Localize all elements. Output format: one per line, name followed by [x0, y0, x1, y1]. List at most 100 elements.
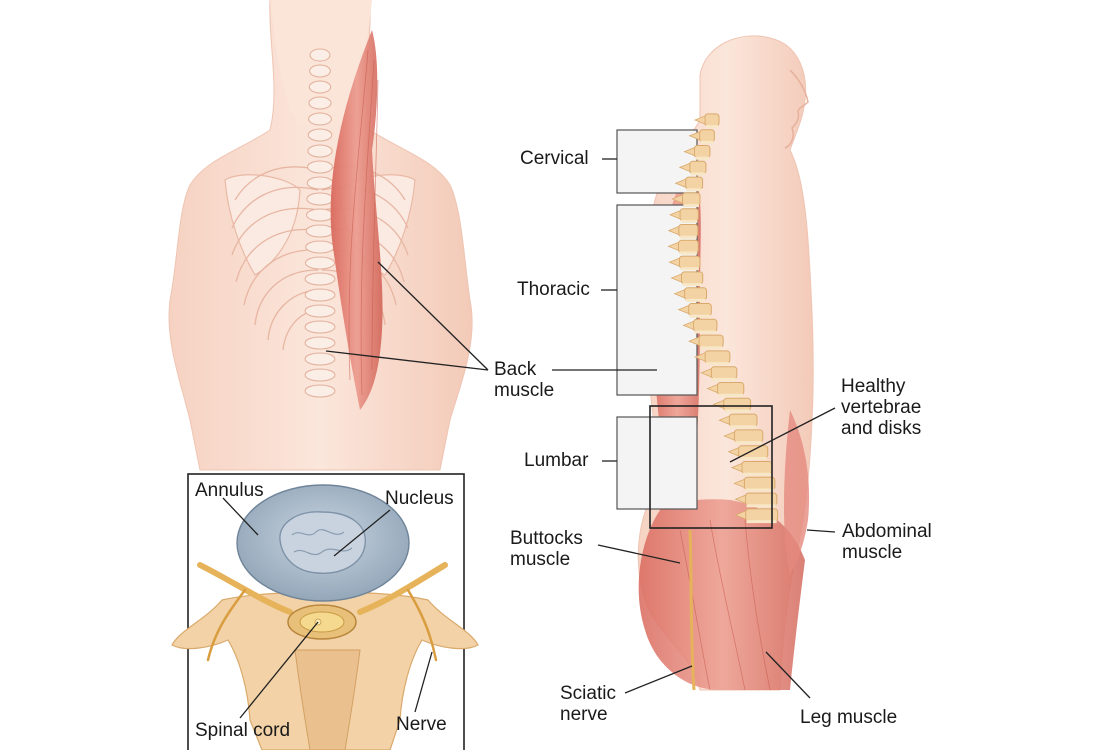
- side-spinous-process: [693, 115, 706, 125]
- side-vertebra: [688, 303, 712, 317]
- side-spinous-process: [674, 178, 687, 188]
- leader-nucleus: [333, 509, 391, 557]
- label-abdominal-muscle: Abdominal muscle: [842, 521, 932, 563]
- back-vertebra: [304, 384, 336, 398]
- side-spinous-process: [667, 225, 680, 236]
- lumbar-bracket: [616, 416, 698, 510]
- back-vertebra: [304, 288, 336, 302]
- side-disc: [718, 393, 743, 397]
- side-spinous-process: [733, 478, 745, 489]
- label-leg-muscle: Leg muscle: [800, 707, 898, 728]
- side-disc: [712, 377, 736, 381]
- label-back-muscle: Back muscle: [494, 359, 554, 401]
- back-vertebra: [307, 160, 333, 174]
- side-disc: [685, 298, 706, 302]
- side-vertebra: [693, 318, 718, 332]
- label-abdominal-line2: muscle: [842, 542, 903, 563]
- side-vertebra: [681, 192, 701, 206]
- back-spine: [304, 48, 336, 398]
- back-vertebra: [304, 368, 336, 382]
- side-spinous-process: [734, 494, 746, 504]
- label-sciatic-nerve: Sciatic nerve: [560, 683, 616, 725]
- side-disc: [735, 441, 762, 445]
- back-vertebra: [308, 112, 332, 126]
- side-spinous-process: [693, 352, 706, 362]
- inset-nerve-roots: [206, 588, 438, 662]
- side-disc: [739, 456, 767, 460]
- side-vertebra: [685, 176, 704, 190]
- label-thoracic: Thoracic: [517, 279, 590, 300]
- back-vertebra: [304, 320, 336, 334]
- back-vertebra: [304, 256, 336, 270]
- side-vertebra: [678, 224, 699, 238]
- back-view-figure: [168, 0, 473, 471]
- side-vertebra: [693, 145, 711, 159]
- label-nerve: Nerve: [396, 714, 447, 735]
- leader-spinal-cord: [239, 621, 319, 719]
- side-spinous-process: [678, 162, 691, 173]
- side-disc: [683, 204, 699, 208]
- side-spinous-process: [677, 304, 690, 315]
- label-healthy-line1: Healthy: [841, 376, 906, 397]
- label-sciatic-line2: nerve: [560, 704, 608, 725]
- side-vertebra: [698, 334, 724, 348]
- back-vertebra: [306, 192, 334, 206]
- side-spinous-process: [688, 336, 700, 346]
- side-disc: [680, 267, 699, 271]
- side-disc: [682, 283, 702, 287]
- back-vertebra: [306, 208, 334, 222]
- back-vertebra: [305, 240, 335, 254]
- leader-healthy-vertebrae: [729, 407, 836, 463]
- side-disc: [706, 362, 729, 366]
- back-vertebra: [305, 224, 335, 238]
- side-buttocks-muscle: [638, 499, 805, 690]
- side-spinous-process: [730, 462, 743, 473]
- leader-nerve: [414, 651, 433, 713]
- side-vertebra: [679, 208, 699, 222]
- label-cervical: Cervical: [520, 148, 589, 169]
- side-spinous-process: [673, 289, 686, 299]
- label-lumbar: Lumbar: [524, 450, 589, 471]
- side-disc: [694, 330, 716, 334]
- lumbar-detail-box: [649, 405, 773, 529]
- leader-sciatic: [624, 665, 693, 694]
- label-healthy-vertebrae: Healthy vertebrae and disks: [841, 376, 921, 439]
- side-vertebra: [710, 366, 738, 380]
- side-spinous-process: [734, 510, 747, 520]
- leader-annulus: [222, 497, 259, 536]
- label-back-muscle-line2: muscle: [494, 380, 555, 401]
- inset-spinal-cord: [299, 611, 345, 633]
- side-disc: [746, 520, 777, 524]
- side-disc: [686, 188, 702, 192]
- side-vertebra: [723, 397, 752, 411]
- back-vertebra: [304, 352, 336, 366]
- side-spinous-process: [688, 131, 701, 141]
- label-buttocks-line2: muscle: [510, 549, 571, 570]
- side-disc: [742, 472, 771, 476]
- label-buttocks-muscle: Buttocks muscle: [510, 528, 583, 570]
- label-healthy-line2: vertebrae: [841, 397, 922, 418]
- side-vertebra: [717, 382, 745, 396]
- side-disc: [745, 488, 774, 492]
- side-vertebra: [704, 113, 720, 127]
- side-leg-fibers: [679, 519, 771, 691]
- side-spinous-process: [718, 415, 730, 425]
- leader-buttocks: [597, 544, 681, 564]
- left-scapula: [224, 174, 301, 276]
- side-disc: [730, 425, 756, 429]
- back-vertebra: [304, 304, 336, 318]
- side-disc: [681, 219, 698, 223]
- side-disc: [746, 504, 776, 508]
- label-spinal-cord: Spinal cord: [195, 720, 291, 741]
- side-disc: [695, 156, 709, 160]
- back-vertebra: [304, 336, 336, 350]
- side-abdominal-muscle: [784, 410, 810, 575]
- inset-spinous-process: [294, 649, 361, 750]
- back-vertebra: [307, 144, 333, 158]
- side-disc: [679, 251, 698, 255]
- side-face: [784, 69, 809, 149]
- leader-back-muscle-2: [325, 350, 489, 371]
- side-spinous-process: [668, 210, 681, 220]
- side-spinous-process: [683, 146, 695, 157]
